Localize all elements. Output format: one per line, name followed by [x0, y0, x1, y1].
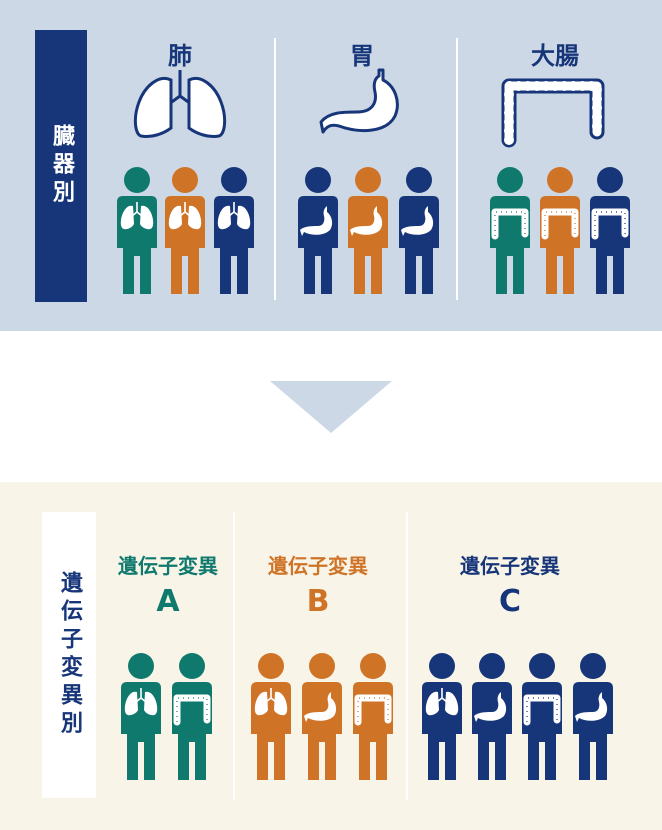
person-icon [117, 167, 157, 294]
stomach-mini-icon [401, 206, 434, 236]
person-icon [298, 167, 338, 294]
stomach-mini-icon [474, 692, 507, 722]
column-divider [406, 512, 408, 800]
lung-mini-icon [254, 688, 288, 716]
column-divider [233, 512, 235, 800]
organ-title-stomach: 胃 [350, 42, 374, 70]
person-icon [302, 653, 342, 780]
lung-mini-icon [217, 202, 251, 230]
column-divider [456, 38, 458, 300]
gene-side-label-text: 遺伝子変異別 [57, 571, 82, 739]
stomach-mini-icon [304, 692, 337, 722]
down-triangle-icon [270, 381, 392, 433]
person-icon [121, 653, 161, 780]
stomach-icon [319, 68, 399, 134]
person-icon [472, 653, 512, 780]
person-icon [348, 167, 388, 294]
lung-mini-icon [168, 202, 202, 230]
stomach-mini-icon [300, 206, 333, 236]
colon-mini-icon [354, 694, 392, 726]
person-icon [573, 653, 613, 780]
colon-mini-icon [491, 208, 529, 240]
person-icon [251, 653, 291, 780]
stomach-mini-icon [575, 692, 608, 722]
person-icon [422, 653, 462, 780]
person-icon [353, 653, 393, 780]
column-divider [274, 38, 276, 300]
stomach-mini-icon [350, 206, 383, 236]
colon-mini-icon [523, 694, 561, 726]
colon-mini-icon [541, 208, 579, 240]
lung-mini-icon [120, 202, 154, 230]
person-icon [399, 167, 439, 294]
gene-title-b: 遺伝子変異 [268, 554, 368, 578]
organ-title-colon: 大腸 [531, 42, 579, 70]
organ-side-label-text: 臓器別 [49, 124, 74, 208]
person-icon [172, 653, 212, 780]
person-icon [165, 167, 205, 294]
gene-title-c: 遺伝子変異 [460, 554, 560, 578]
organ-side-label: 臓器別 [35, 30, 87, 302]
colon-mini-icon [173, 694, 211, 726]
gene-letter-b: B [306, 584, 330, 619]
lung-mini-icon [124, 688, 158, 716]
lung-mini-icon [425, 688, 459, 716]
person-icon [522, 653, 562, 780]
person-icon [590, 167, 630, 294]
person-icon [490, 167, 530, 294]
person-icon [214, 167, 254, 294]
gene-letter-c: C [498, 584, 522, 619]
gene-side-label: 遺伝子変異別 [42, 512, 96, 798]
gene-letter-a: A [156, 584, 180, 619]
lung-icon [133, 70, 227, 138]
person-icon [540, 167, 580, 294]
organ-title-lung: 肺 [168, 42, 192, 70]
colon-icon [501, 78, 605, 148]
colon-mini-icon [591, 208, 629, 240]
gene-title-a: 遺伝子変異 [118, 554, 218, 578]
